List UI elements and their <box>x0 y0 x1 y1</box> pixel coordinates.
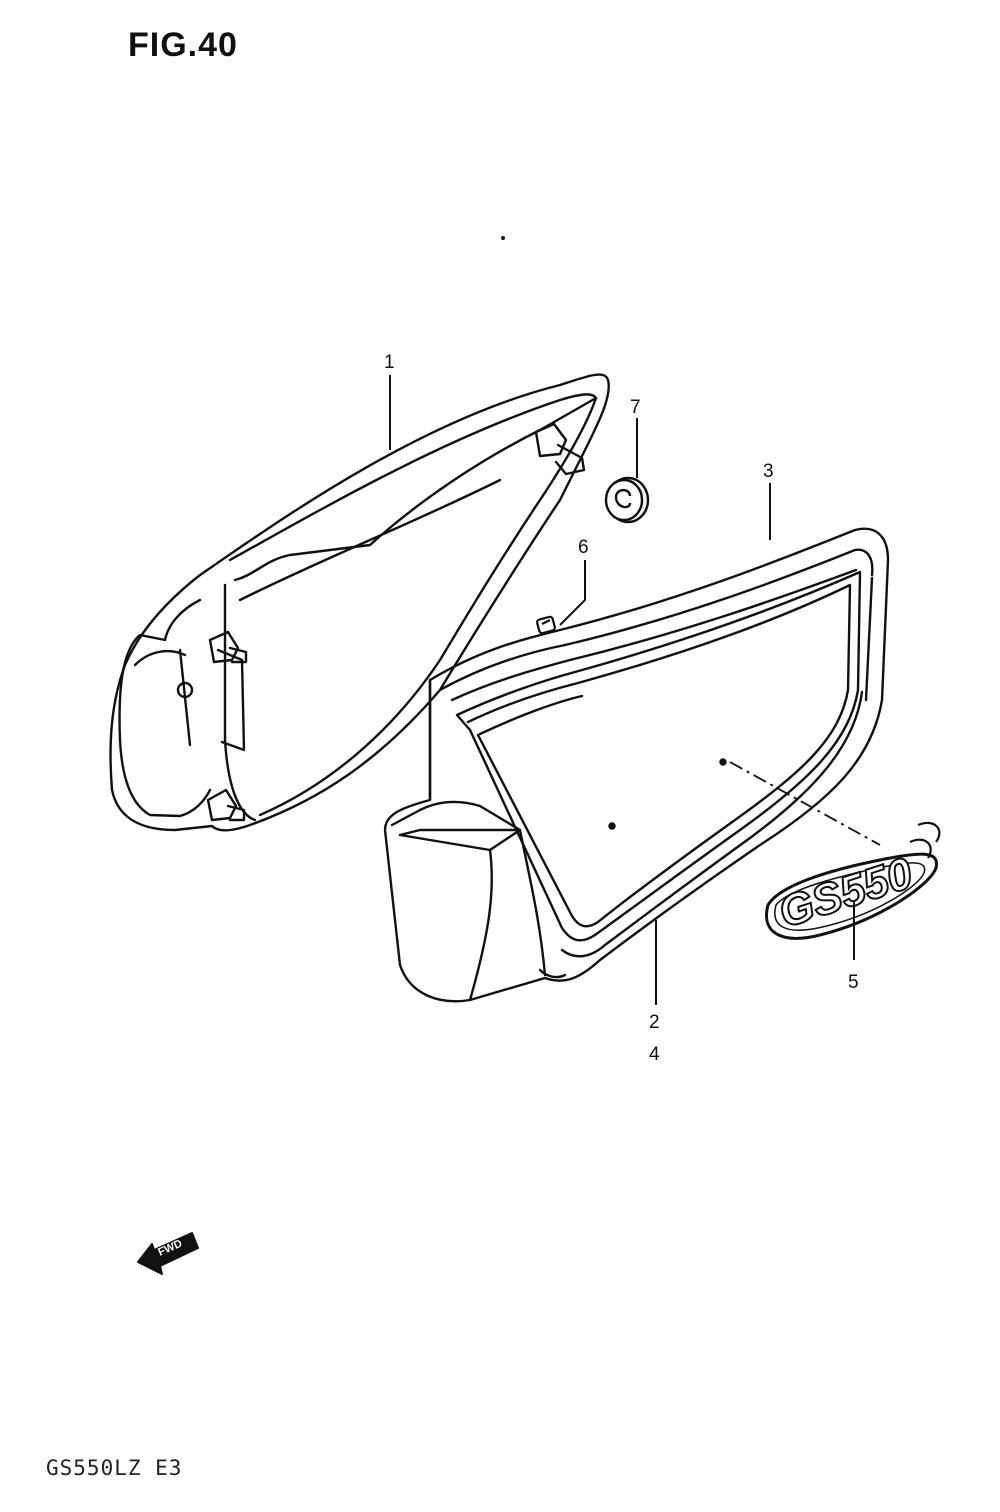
grommet-pin-upper <box>208 630 248 664</box>
callout-7: 7 <box>630 397 641 418</box>
callout-6: 6 <box>578 537 589 558</box>
leader-6 <box>559 560 586 626</box>
stray-dot <box>501 236 505 240</box>
clip <box>536 615 556 635</box>
callout-4: 4 <box>649 1044 660 1065</box>
grommet-pin-top <box>534 422 586 476</box>
callout-3: 3 <box>763 461 774 482</box>
grommet <box>604 476 650 524</box>
model-code: GS550LZ E3 <box>46 1456 183 1480</box>
callout-1: 1 <box>384 352 395 373</box>
figure-title: FIG.40 <box>128 26 238 64</box>
emblem-mount-line <box>729 761 881 846</box>
right-frame-cover <box>383 527 890 1003</box>
callout-5: 5 <box>848 972 859 993</box>
emblem: GS550 <box>765 821 941 940</box>
forward-arrow-icon: FWD <box>137 1232 199 1275</box>
callout-2: 2 <box>649 1012 660 1033</box>
leader-lines <box>389 375 855 1005</box>
left-frame-cover <box>109 373 610 832</box>
grommet-pin-lower <box>206 788 246 822</box>
